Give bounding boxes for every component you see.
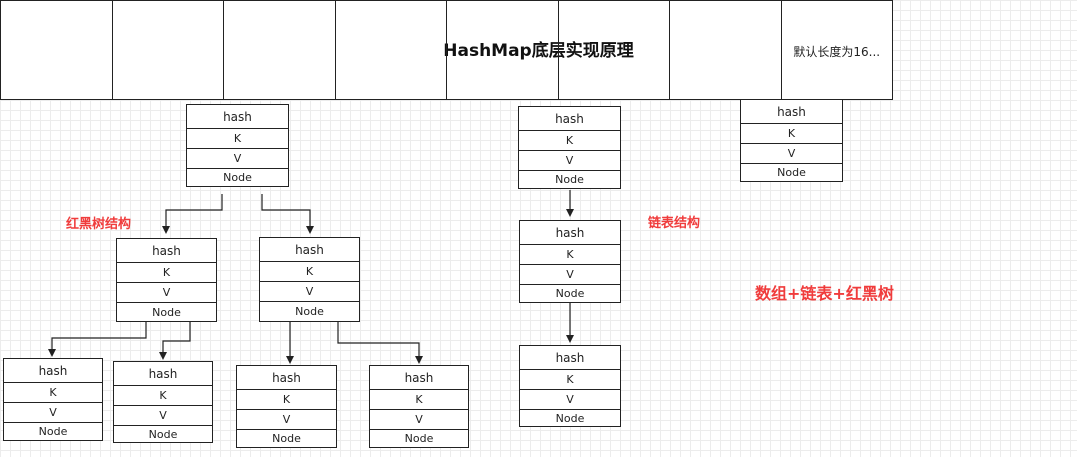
node-hash-field: hash [114,362,212,386]
node-key-field: K [741,124,842,144]
array-slot [1,1,113,99]
node-hash-field: hash [4,359,102,383]
node-next-field: Node [404,432,434,445]
node-hash-field: hash [741,100,842,124]
node-key-field: K [237,390,336,410]
node-box: hash K V Node [113,361,213,443]
linked-list-label: 链表结构 [648,216,701,231]
node-hash-field: hash [260,238,359,262]
node-value-field: V [741,144,842,164]
red-black-tree-label: 红黑树结构 [66,217,132,232]
node-next-field: Node [295,305,324,318]
tree-edge [337,322,423,364]
tree-edge [48,322,147,357]
node-box: hash K V Node [519,220,621,303]
node-value-field: V [520,390,620,410]
node-value-field: V [4,403,102,423]
array-slot [113,1,224,99]
node-key-field: K [370,390,468,410]
node-key-field: K [519,131,620,151]
tree-edge [162,194,223,234]
tree-edge [159,322,191,360]
node-next-field: Node [555,287,585,300]
node-value-field: V [117,283,216,303]
node-key-field: K [117,263,216,283]
node-next-field: Node [148,427,178,441]
array-slot [670,1,782,99]
node-box: hash K V Node [519,345,621,427]
default-length-label: 默认长度为16... [793,45,881,59]
array-slot [336,1,447,99]
node-key-field: K [114,386,212,406]
node-hash-field: hash [187,105,288,129]
node-value-field: V [260,282,359,302]
node-hash-field: hash [370,366,468,390]
tree-edge [261,194,314,234]
node-hash-field: hash [519,107,620,131]
node-key-field: K [520,370,620,390]
node-value-field: V [520,265,620,285]
node-hash-field: hash [237,366,336,390]
node-key-field: K [187,129,288,149]
array-slot [224,1,336,99]
node-next-field: Node [38,425,68,438]
node-hash-field: hash [520,221,620,245]
node-value-field: V [370,410,468,430]
node-value-field: V [114,406,212,426]
node-box: hash K V Node [259,237,360,322]
node-key-field: K [520,245,620,265]
node-box: hash K V Node [186,104,289,187]
node-box: hash K V Node [116,238,217,322]
node-hash-field: hash [117,239,216,263]
node-next-field: Node [272,432,301,445]
node-next-field: Node [223,171,252,184]
array-slot-default-length: 默认长度为16... [782,1,893,99]
node-next-field: Node [555,411,585,425]
node-value-field: V [237,410,336,430]
node-next-field: Node [555,173,584,186]
node-box: hash K V Node [3,358,103,441]
array-slot [447,1,559,99]
node-box: hash K V Node [740,99,843,182]
node-value-field: V [519,151,620,171]
node-box: hash K V Node [518,106,621,189]
node-key-field: K [4,383,102,403]
node-box: hash K V Node [236,365,337,448]
array-slot [559,1,670,99]
structure-summary-label: 数组+链表+红黑树 [755,284,894,303]
diagram-title: HashMap底层实现原理 [443,41,634,61]
hash-array: 默认长度为16... [0,0,893,100]
node-key-field: K [260,262,359,282]
node-hash-field: hash [520,346,620,370]
node-box: hash K V Node [369,365,469,448]
node-next-field: Node [777,166,806,179]
node-next-field: Node [152,305,181,319]
node-value-field: V [187,149,288,169]
